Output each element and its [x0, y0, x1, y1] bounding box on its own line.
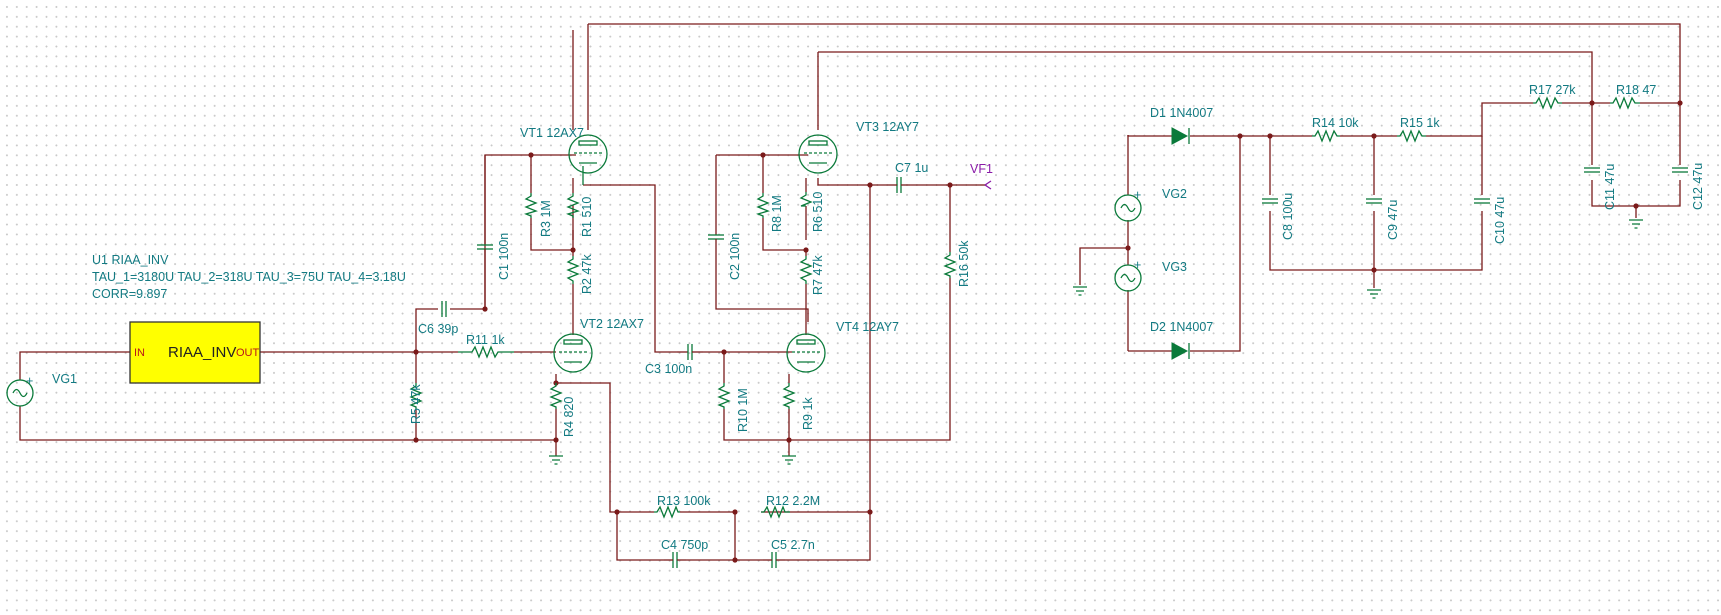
tube-vt2[interactable]	[553, 333, 593, 373]
tube-vt4[interactable]	[786, 333, 826, 373]
capacitors	[441, 167, 1688, 568]
resistor-r16[interactable]	[943, 252, 957, 278]
capacitor-c5[interactable]	[763, 552, 785, 568]
source-vg2[interactable]: +	[1114, 188, 1142, 222]
r1-label: R1 510	[580, 197, 594, 237]
resistor-r12[interactable]	[761, 505, 790, 519]
vt1-label: VT1 12AX7	[520, 126, 584, 140]
r18-label: R18 47	[1616, 83, 1656, 97]
source-vg3[interactable]: +	[1114, 258, 1142, 292]
c12-label: C12 47u	[1691, 163, 1705, 210]
vt4-label: VT4 12AY7	[836, 320, 899, 334]
svg-text:+: +	[26, 374, 33, 388]
diode-d1[interactable]	[1171, 127, 1190, 145]
r2-label: R2 47k	[580, 254, 594, 294]
c7-label: C7 1u	[895, 161, 928, 175]
c4-label: C4 750p	[661, 538, 708, 552]
resistor-r13[interactable]	[654, 505, 680, 519]
riaa-block[interactable]: IN OUT RIAA_INV	[129, 321, 261, 384]
capacitor-c4[interactable]	[664, 552, 686, 568]
c3-label: C3 100n	[645, 362, 692, 376]
capacitor-c3[interactable]	[677, 344, 703, 360]
vf1-label: VF1	[970, 162, 993, 176]
resistor-r15[interactable]	[1397, 129, 1426, 143]
tube-vt1[interactable]	[568, 134, 608, 185]
junction-dots	[413, 100, 1683, 563]
capacitor-c6[interactable]	[441, 301, 447, 317]
capacitor-c2[interactable]	[708, 234, 724, 257]
vg3-label: VG3	[1162, 260, 1187, 274]
c1-label: C1 100n	[497, 233, 511, 280]
wires	[19, 23, 1681, 561]
source-vg1[interactable]: +	[6, 374, 34, 407]
capacitor-c9[interactable]	[1366, 198, 1382, 204]
r5-label: R5 47k	[409, 384, 423, 424]
r9-label: R9 1k	[801, 397, 815, 430]
c6-label: C6 39p	[418, 322, 458, 336]
capacitor-c12[interactable]	[1672, 167, 1688, 173]
resistor-r6[interactable]	[799, 192, 813, 207]
capacitor-c10[interactable]	[1474, 198, 1490, 204]
r12-label: R12 2.2M	[766, 494, 820, 508]
vg1-label: VG1	[52, 372, 77, 386]
resistor-r17[interactable]	[1533, 96, 1562, 110]
d2-label: D2 1N4007	[1150, 320, 1213, 334]
riaa-pin-in: IN	[134, 347, 145, 359]
resistor-r7[interactable]	[799, 256, 813, 284]
r4-label: R4 820	[562, 397, 576, 437]
r11-label: R11 1k	[466, 333, 505, 347]
c10-label: C10 47u	[1493, 197, 1507, 244]
c5-label: C5 2.7n	[771, 538, 815, 552]
c9-label: C9 47u	[1386, 200, 1400, 240]
vg2-label: VG2	[1162, 187, 1187, 201]
resistor-r1[interactable]	[566, 193, 580, 218]
resistor-r4[interactable]	[549, 383, 563, 409]
resistor-r10[interactable]	[717, 383, 731, 409]
resistor-r18[interactable]	[1610, 96, 1640, 110]
riaa-block-title: RIAA_INV	[168, 344, 236, 361]
resistor-r8[interactable]	[756, 193, 770, 218]
r16-label: R16 50k	[957, 240, 971, 287]
resistors	[409, 96, 1640, 519]
r15-label: R15 1k	[1400, 116, 1440, 130]
resistor-r11[interactable]	[458, 345, 514, 359]
svg-text:+: +	[1134, 188, 1141, 202]
vt3-label: VT3 12AY7	[856, 120, 919, 134]
ground-symbols	[549, 219, 1643, 465]
capacitor-c11[interactable]	[1584, 167, 1600, 173]
r10-label: R10 1M	[736, 388, 750, 432]
c2-label: C2 100n	[728, 233, 742, 280]
svg-text:+: +	[1134, 258, 1141, 272]
c11-label: C11 47u	[1603, 164, 1617, 210]
riaa-block-name: U1 RIAA_INV	[92, 253, 169, 267]
riaa-block-corr: CORR=9.897	[92, 287, 167, 301]
r6-label: R6 510	[811, 192, 825, 232]
resistor-r5[interactable]	[409, 383, 423, 409]
d1-label: D1 1N4007	[1150, 106, 1213, 120]
capacitor-c7[interactable]	[888, 177, 910, 193]
diode-d2[interactable]	[1171, 342, 1190, 360]
r3-label: R3 1M	[539, 200, 553, 237]
riaa-block-params: TAU_1=3180U TAU_2=318U TAU_3=75U TAU_4=3…	[92, 270, 406, 284]
resistor-r9[interactable]	[782, 383, 796, 409]
tube-vt3[interactable]	[798, 134, 838, 174]
output-probe-vf1[interactable]	[980, 180, 992, 190]
resistor-r14[interactable]	[1312, 129, 1340, 143]
r13-label: R13 100k	[657, 494, 711, 508]
resistor-r3[interactable]	[524, 193, 538, 218]
r17-label: R17 27k	[1529, 83, 1576, 97]
resistor-r2[interactable]	[566, 256, 580, 284]
r8-label: R8 1M	[770, 195, 784, 232]
capacitor-c1[interactable]	[477, 244, 493, 268]
riaa-block-body[interactable]	[129, 321, 261, 384]
r14-label: R14 10k	[1312, 116, 1359, 130]
capacitor-c8[interactable]	[1262, 198, 1278, 204]
r7-label: R7 47k	[811, 255, 825, 295]
c8-label: C8 100u	[1281, 193, 1295, 240]
vt2-label: VT2 12AX7	[580, 317, 644, 331]
riaa-pin-out: OUT	[236, 347, 260, 359]
